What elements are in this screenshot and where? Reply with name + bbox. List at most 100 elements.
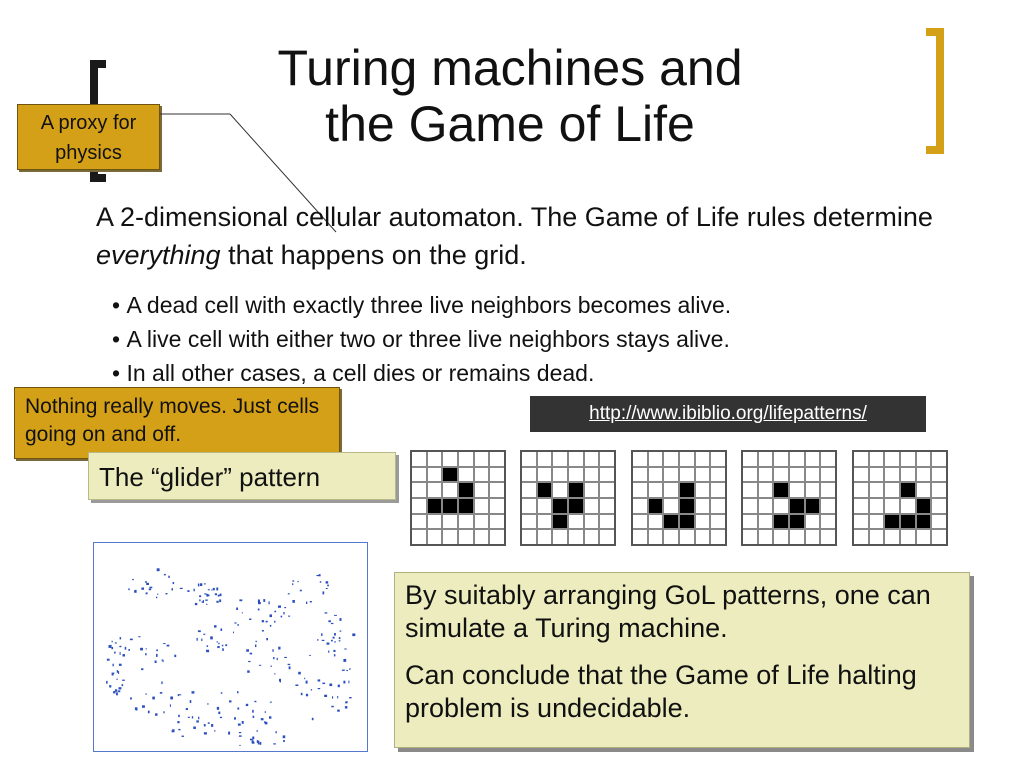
grid-cell <box>490 467 504 482</box>
simulation-dot <box>146 582 149 585</box>
simulation-dot <box>141 587 144 590</box>
grid-cell <box>743 483 757 497</box>
simulation-dot <box>349 668 351 670</box>
grid-cell <box>790 452 804 466</box>
grid-cell <box>553 452 567 466</box>
simulation-dot <box>252 709 254 713</box>
grid-cell <box>553 530 567 544</box>
simulation-dot <box>117 690 121 693</box>
glider-frame <box>520 450 616 546</box>
grid-cell <box>916 530 931 544</box>
grid-cell <box>901 483 915 497</box>
simulation-dot <box>261 620 265 623</box>
simulation-dot <box>252 736 255 740</box>
grid-cell <box>569 467 583 482</box>
grid-cell <box>474 514 489 529</box>
grid-cell <box>885 530 899 544</box>
lifepatterns-link[interactable]: http://www.ibiblio.org/lifepatterns/ <box>589 403 867 424</box>
grid-cell <box>490 483 504 497</box>
intro-text-2: that happens on the grid. <box>220 240 527 270</box>
simulation-dot <box>198 716 200 720</box>
grid-cell <box>758 499 773 513</box>
simulation-dot <box>345 702 347 704</box>
simulation-dot <box>116 670 119 673</box>
simulation-dot <box>145 653 147 656</box>
simulation-dot <box>292 580 295 582</box>
grid-cell <box>774 499 788 513</box>
simulation-dot <box>343 680 346 684</box>
simulation-dot <box>332 636 335 639</box>
grid-cell <box>664 530 678 544</box>
grid-cell <box>869 499 884 513</box>
simulation-dot <box>252 715 255 718</box>
title-line-2: the Game of Life <box>325 96 695 152</box>
simulation-dot <box>113 672 115 674</box>
grid-cell <box>695 467 710 482</box>
simulation-dot <box>156 649 158 652</box>
simulation-dot <box>328 650 330 653</box>
grid-cell <box>901 452 915 466</box>
conclusion-line-1: By suitably arranging GoL patterns, one … <box>405 580 931 643</box>
grid-cell <box>553 499 567 513</box>
grid-cell <box>490 514 504 529</box>
grid-cell <box>743 452 757 466</box>
grid-cell <box>537 467 552 482</box>
simulation-dot <box>113 691 116 694</box>
grid-cell <box>553 467 567 482</box>
simulation-dot <box>261 630 264 632</box>
simulation-dot <box>142 705 145 708</box>
grid-cell <box>711 452 725 466</box>
simulation-dot <box>270 665 272 667</box>
simulation-dot <box>108 645 112 648</box>
simulation-dot <box>185 708 188 710</box>
glider-frame <box>631 450 727 546</box>
simulation-dot <box>159 692 163 694</box>
simulation-dot <box>269 624 272 627</box>
grid-cell <box>916 452 931 466</box>
simulation-dot <box>325 581 329 584</box>
simulation-dot <box>211 724 214 727</box>
simulation-dot <box>295 684 299 686</box>
right-bracket-decoration <box>926 28 944 154</box>
simulation-dot <box>352 633 356 637</box>
grid-cell <box>569 499 583 513</box>
simulation-dot <box>305 680 308 684</box>
grid-cell <box>869 452 884 466</box>
simulation-dot <box>322 682 326 685</box>
simulation-dot <box>275 731 277 734</box>
grid-cell <box>711 530 725 544</box>
simulation-dot <box>197 630 201 633</box>
grid-cell <box>790 499 804 513</box>
simulation-dot <box>225 644 228 647</box>
simulation-dot <box>172 582 175 585</box>
simulation-dot <box>255 644 257 648</box>
simulation-dot <box>203 724 206 727</box>
simulation-dot <box>207 722 210 724</box>
simulation-dot <box>321 639 325 641</box>
simulation-dot <box>311 717 314 721</box>
grid-cell <box>758 530 773 544</box>
grid-cell <box>885 483 899 497</box>
simulation-dot <box>161 659 164 661</box>
grid-cell <box>711 467 725 482</box>
grid-cell <box>774 483 788 497</box>
simulation-dot <box>171 588 173 591</box>
grid-cell <box>932 452 946 466</box>
grid-cell <box>443 483 457 497</box>
simulation-dot <box>111 672 114 676</box>
simulation-dot <box>266 638 268 641</box>
simulation-dot <box>219 599 222 603</box>
simulation-dot <box>202 600 204 603</box>
simulation-dot <box>205 599 208 601</box>
simulation-dot <box>111 646 114 650</box>
simulation-dot <box>161 681 163 685</box>
grid-cell <box>743 514 757 529</box>
grid-cell <box>854 514 868 529</box>
grid-cell <box>774 530 788 544</box>
simulation-dot <box>334 641 336 643</box>
grid-cell <box>443 530 457 544</box>
grid-cell <box>901 467 915 482</box>
simulation-dot <box>216 641 218 643</box>
simulation-dot <box>177 721 180 724</box>
simulation-dot <box>316 575 319 577</box>
